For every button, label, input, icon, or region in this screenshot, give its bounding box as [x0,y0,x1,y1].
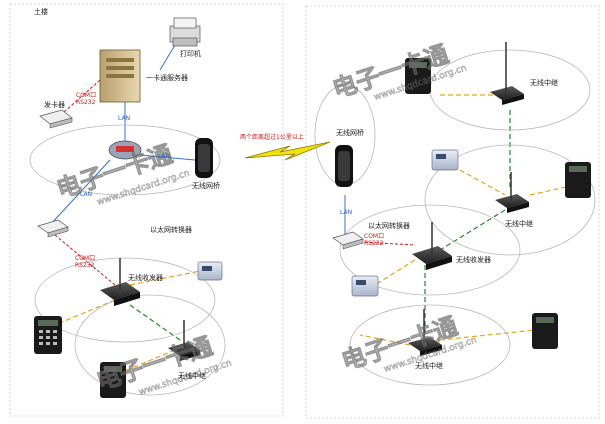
left-radio-ranges [29,124,226,396]
lan-label-1: LAN [118,115,130,122]
right-relay-mid-label: 无线中继 [505,219,533,228]
left-converter-icon [37,219,69,238]
right-rs232-label: RS232 [364,240,384,247]
right-reader-top-icon [431,149,459,171]
com-label-1: COM口 [76,92,96,99]
right-site-frame [305,5,600,419]
right-relay-top-label: 无线中继 [530,78,558,87]
right-relay-bottom-icon [408,309,442,356]
rs232-label-2: RS232 [75,262,95,269]
right-terminal-label: 无线收发器 [456,255,491,264]
network-hub-icon [108,140,142,160]
left-corner-label: 土楼 [34,7,48,16]
right-pos-bottom-icon [532,313,558,349]
right-converter-icon [332,231,364,250]
card-issuer-icon [39,109,73,129]
right-relay-bottom-label: 无线中继 [415,361,443,370]
left-relay-icon [168,320,200,361]
card-issuer-label: 发卡器 [44,100,65,109]
server-icon [99,49,141,103]
left-pos-2-icon [100,362,126,398]
left-bridge-icon [195,138,213,178]
right-com-label: COM口 [364,233,384,240]
right-lan-label: LAN [340,209,352,216]
printer-icon [169,17,201,47]
link-caption: 两个距离超过1公里以上 [240,133,304,141]
right-pos-top-icon [405,58,431,94]
server-label: 一卡通服务器 [146,73,188,82]
right-relay-top-icon [490,42,524,105]
left-terminal-label: 无线收发器 [128,273,163,282]
right-bridge-label: 无线网桥 [336,128,364,137]
left-relay-label: 无线中继 [178,371,206,380]
left-pos-icon [34,316,62,354]
right-pos-mid-icon [565,162,591,198]
left-site-frame [9,3,284,417]
wireless-link-bolt [244,141,331,161]
right-radio-ranges [314,49,596,386]
right-reader-bottom-icon [351,275,379,297]
left-reader-icon [197,261,223,281]
left-terminal-icon [100,258,140,306]
left-bridge-label: 无线网桥 [192,181,220,190]
rs232-label-1: RS232 [76,99,96,106]
right-terminal-icon [412,222,452,270]
right-connections [344,94,576,346]
right-converter-label: 以太网转换器 [368,221,410,230]
printer-label: 打印机 [180,49,201,58]
lan-label-2: LAN [158,153,170,160]
lan-label-3: LAN [80,191,92,198]
right-bridge-icon [335,145,353,187]
left-converter-label: 以太网转换器 [150,225,192,234]
com-label-2: COM口 [75,255,95,262]
right-relay-mid-icon [495,172,529,213]
